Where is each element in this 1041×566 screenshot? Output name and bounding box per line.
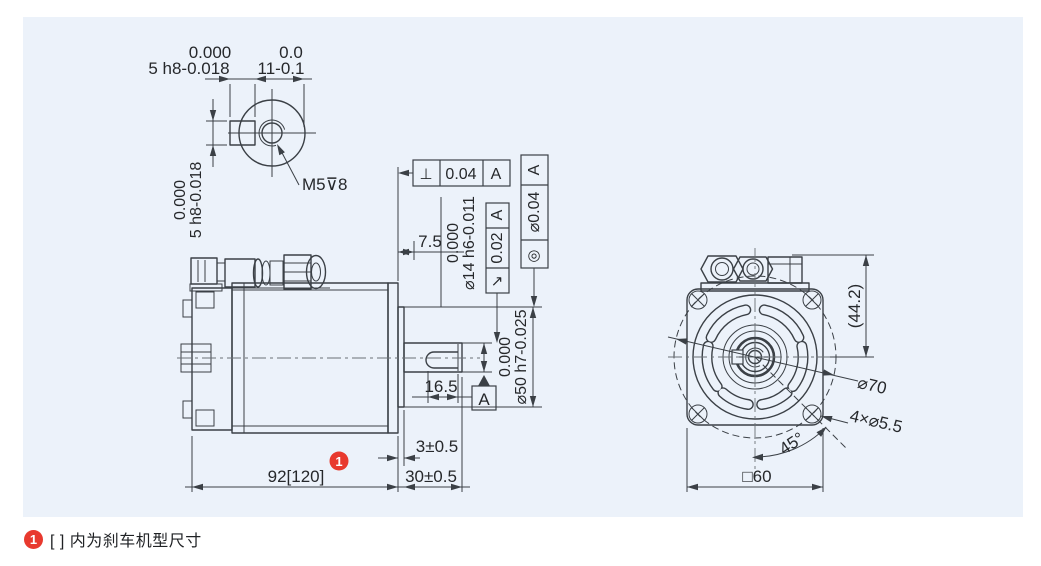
shaft-diameter-label: ⌀14 h6-0.011 — [461, 196, 478, 290]
tapped-hole-label: M5⊽8 — [302, 175, 348, 194]
keyway-length-label: 16.5 — [424, 377, 457, 396]
key-width-side-label: 5 h8-0.018 — [188, 162, 205, 239]
shaft-end-view: 0.000 5 h8-0.018 0.0 11-0.1 0.000 5 h8-0… — [148, 43, 347, 238]
shoulder-dim-label: 7.5 — [418, 232, 442, 251]
height-to-center-label: (44.2) — [845, 284, 864, 328]
runout-icon: ↗ — [491, 273, 504, 290]
front-view: (44.2) ⌀70 4×⌀5.5 45° □60 — [667, 248, 904, 492]
key-width-side-upper: 0.000 — [172, 180, 189, 220]
shaft-end-linework — [228, 89, 316, 177]
pilot-diameter-upper: 0.000 — [497, 337, 514, 377]
concentricity-icon: ◎ — [527, 247, 540, 264]
keyway-flat-label: 11-0.1 — [258, 59, 305, 78]
pilot-depth-label: 3±0.5 — [416, 437, 458, 456]
shaft-length-label: 30±0.5 — [405, 467, 457, 486]
footnote-text: [ ] 内为刹车机型尺寸 — [50, 533, 202, 550]
runout-datum: A — [489, 209, 506, 220]
side-view: 7.5 ⊥ 0.04 A 0.000 ⌀14 h6-0.011 ↗ 0.02 A… — [177, 154, 549, 492]
footnote: 1 [ ] 内为刹车机型尺寸 — [24, 527, 202, 551]
pilot-diameter-label: ⌀50 h7-0.025 — [513, 309, 530, 404]
drawing-panel — [23, 17, 1023, 517]
concentricity-value: ⌀0.04 — [526, 192, 543, 233]
datum-a-label: A — [478, 390, 490, 409]
body-length-label: 92[120] — [268, 467, 325, 486]
key-width-top-upper: 0.000 — [189, 43, 232, 62]
concentricity-datum: A — [526, 164, 543, 175]
side-view-dimensions — [185, 154, 549, 492]
perpendicularity-icon: ⊥ — [419, 166, 432, 183]
brake-note-badge-number: 1 — [335, 454, 342, 469]
key-width-side-label-group: 0.000 5 h8-0.018 — [172, 162, 205, 239]
keyway-flat-upper: 0.0 — [279, 43, 303, 62]
perpendicularity-datum: A — [491, 166, 502, 183]
shaft-end-dimensions — [205, 75, 312, 186]
footnote-badge: 1 — [24, 529, 43, 549]
key-width-top-label: 5 h8-0.018 — [148, 59, 229, 78]
front-view-linework — [668, 248, 848, 478]
side-view-linework — [177, 254, 480, 434]
pilot-diameter-label-group: 0.000 ⌀50 h7-0.025 — [497, 309, 530, 404]
runout-value: 0.02 — [489, 232, 506, 263]
front-view-dimensions — [667, 254, 874, 492]
perpendicularity-value: 0.04 — [445, 166, 476, 183]
shaft-diameter-upper: 0.000 — [445, 223, 462, 263]
shaft-diameter-label-group: 0.000 ⌀14 h6-0.011 — [445, 196, 478, 290]
flange-square-label: □60 — [742, 467, 771, 486]
brake-note-badge — [329, 451, 349, 471]
